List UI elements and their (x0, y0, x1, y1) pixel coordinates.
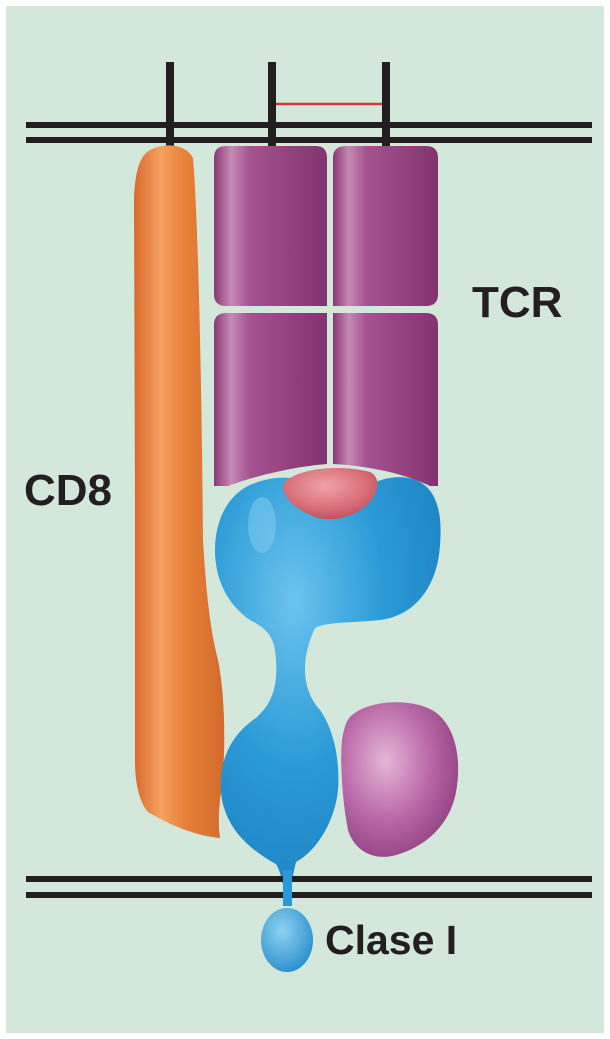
mhc-class-i-label: Clase I (325, 920, 457, 961)
tcr-beta-variable-domain (333, 313, 438, 486)
mhc-highlight (248, 497, 276, 553)
tcr-complex (214, 146, 438, 486)
mhc-cytoplasmic-domain (261, 908, 313, 972)
tcr-alpha-constant-domain (214, 146, 327, 306)
cd8-label: CD8 (24, 469, 112, 513)
mhc-transmembrane-tail (283, 870, 292, 906)
tcr-beta-constant-domain (333, 146, 438, 306)
tcr-label: TCR (472, 281, 562, 325)
tcr-alpha-variable-domain (214, 313, 327, 486)
